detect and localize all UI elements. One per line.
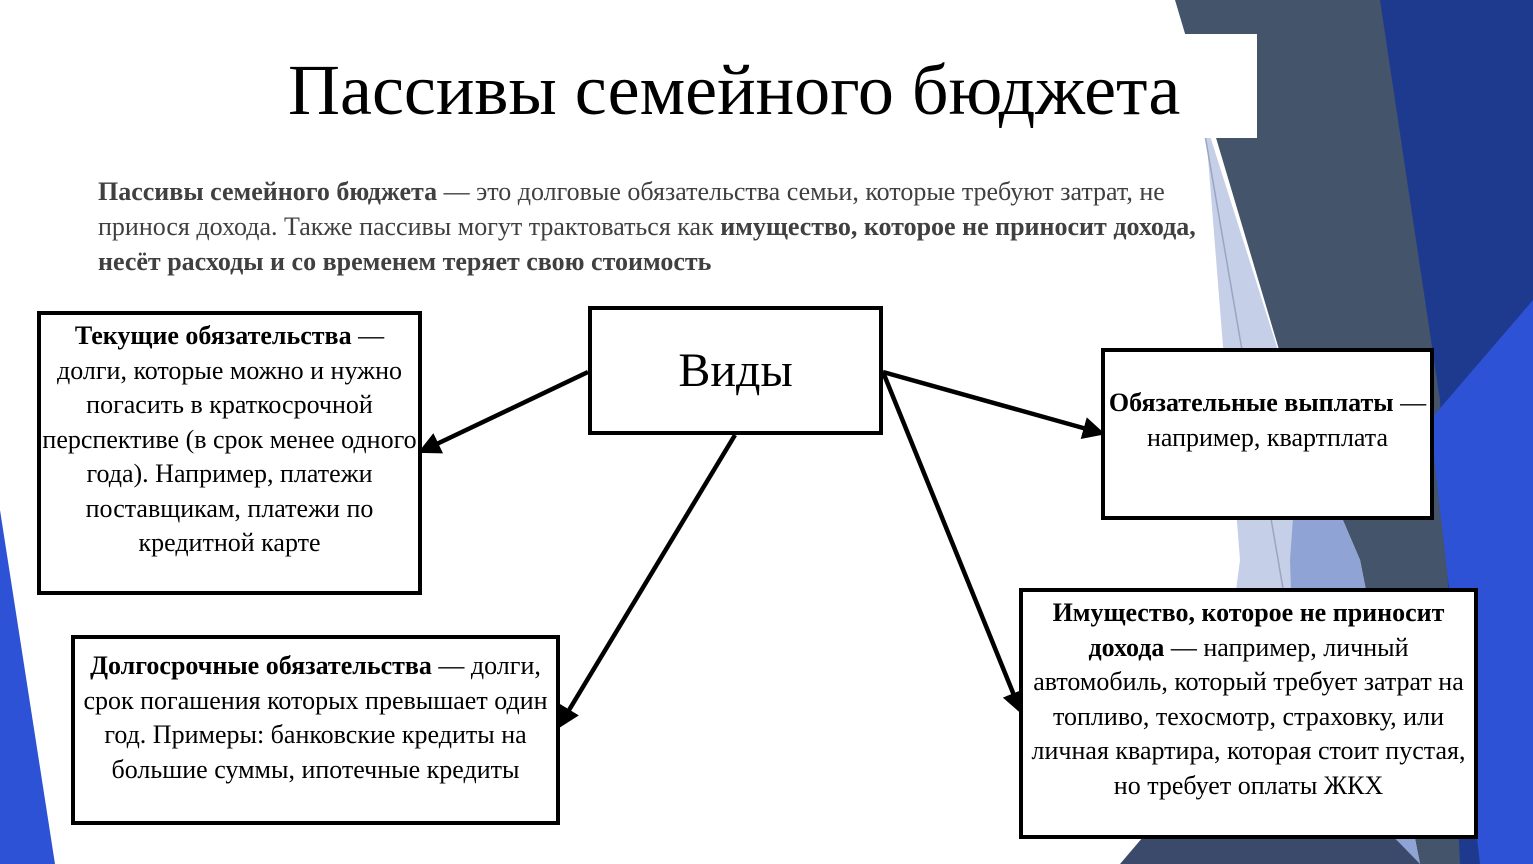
longterm-liabilities-title: Долгосрочные обязательства bbox=[90, 651, 432, 680]
non-income-property-text: — например, личный автомобиль, который т… bbox=[1031, 632, 1466, 800]
current-liabilities-text: — долги, которые можно и нужно погасить … bbox=[42, 321, 417, 557]
non-income-property-title: Имущество, которое не приносит дохода bbox=[1052, 598, 1445, 662]
non-income-property-box: Имущество, которое не приносит дохода — … bbox=[1019, 588, 1478, 839]
title-background bbox=[272, 34, 1257, 138]
current-liabilities-box: Текущие обязательства — долги, которые м… bbox=[37, 311, 422, 595]
longterm-liabilities-text: — долги, срок погашения которых превышае… bbox=[83, 651, 548, 784]
mandatory-payments-text: — например, квартплата bbox=[1146, 388, 1427, 452]
current-liabilities-title: Текущие обязательства bbox=[74, 321, 352, 350]
bg-left-blue bbox=[0, 510, 55, 864]
intro-text: — это долговые обязательства семьи, кото… bbox=[98, 177, 1165, 241]
intro-bold-definition: имущество, которое не приносит дохода, н… bbox=[98, 212, 1196, 276]
longterm-liabilities-box: Долгосрочные обязательства — долги, срок… bbox=[71, 635, 560, 825]
slide-title: Пассивы семейного бюджета bbox=[288, 50, 1181, 130]
mandatory-payments-box: Обязательные выплаты — например, квартпл… bbox=[1101, 348, 1434, 520]
intro-bold-term: Пассивы семейного бюджета bbox=[98, 177, 438, 206]
types-box: Виды bbox=[588, 306, 883, 435]
intro-paragraph: Пассивы семейного бюджета — это долговые… bbox=[98, 174, 1258, 279]
bg-bright-blue-right bbox=[1430, 300, 1533, 864]
mandatory-payments-title: Обязательные выплаты bbox=[1108, 388, 1394, 417]
